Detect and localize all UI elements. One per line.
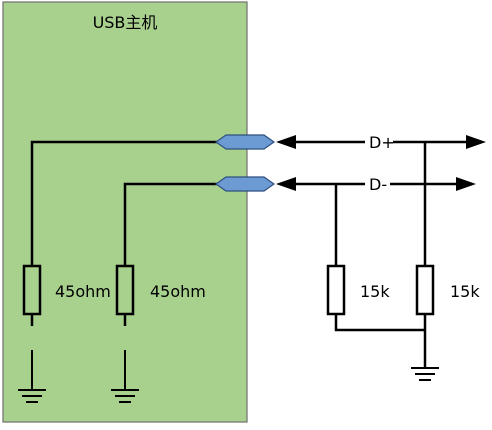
dminus-connector — [214, 176, 276, 192]
dplus-internal-wire — [30, 140, 220, 266]
dplus-connector — [214, 134, 276, 150]
device-resistor-left — [326, 264, 346, 316]
host-resistor-right-label: 45ohm — [150, 282, 206, 301]
dminus-right-arrow — [456, 177, 476, 191]
dminus-left-arrow — [276, 177, 296, 191]
dplus-right-arrow — [466, 135, 486, 149]
host-resistor-left — [22, 264, 42, 316]
device-resistor-right-label: 15k — [450, 282, 480, 301]
ground-icon — [111, 350, 139, 403]
usb-host-title: USB主机 — [93, 13, 158, 32]
dplus-label: D+ — [369, 133, 395, 152]
device-wires — [334, 142, 427, 368]
device-ground-bus — [334, 314, 425, 332]
dplus-left-arrow — [276, 135, 296, 149]
dminus-label: D- — [369, 175, 387, 194]
ground-icon — [411, 367, 439, 381]
host-resistor-right — [115, 264, 135, 316]
host-resistor-left-label: 45ohm — [55, 282, 111, 301]
ground-icon — [18, 350, 46, 403]
device-resistor-right — [415, 264, 435, 316]
dminus-internal-wire — [123, 182, 220, 266]
device-resistor-left-label: 15k — [360, 282, 390, 301]
host-wires — [30, 140, 220, 326]
